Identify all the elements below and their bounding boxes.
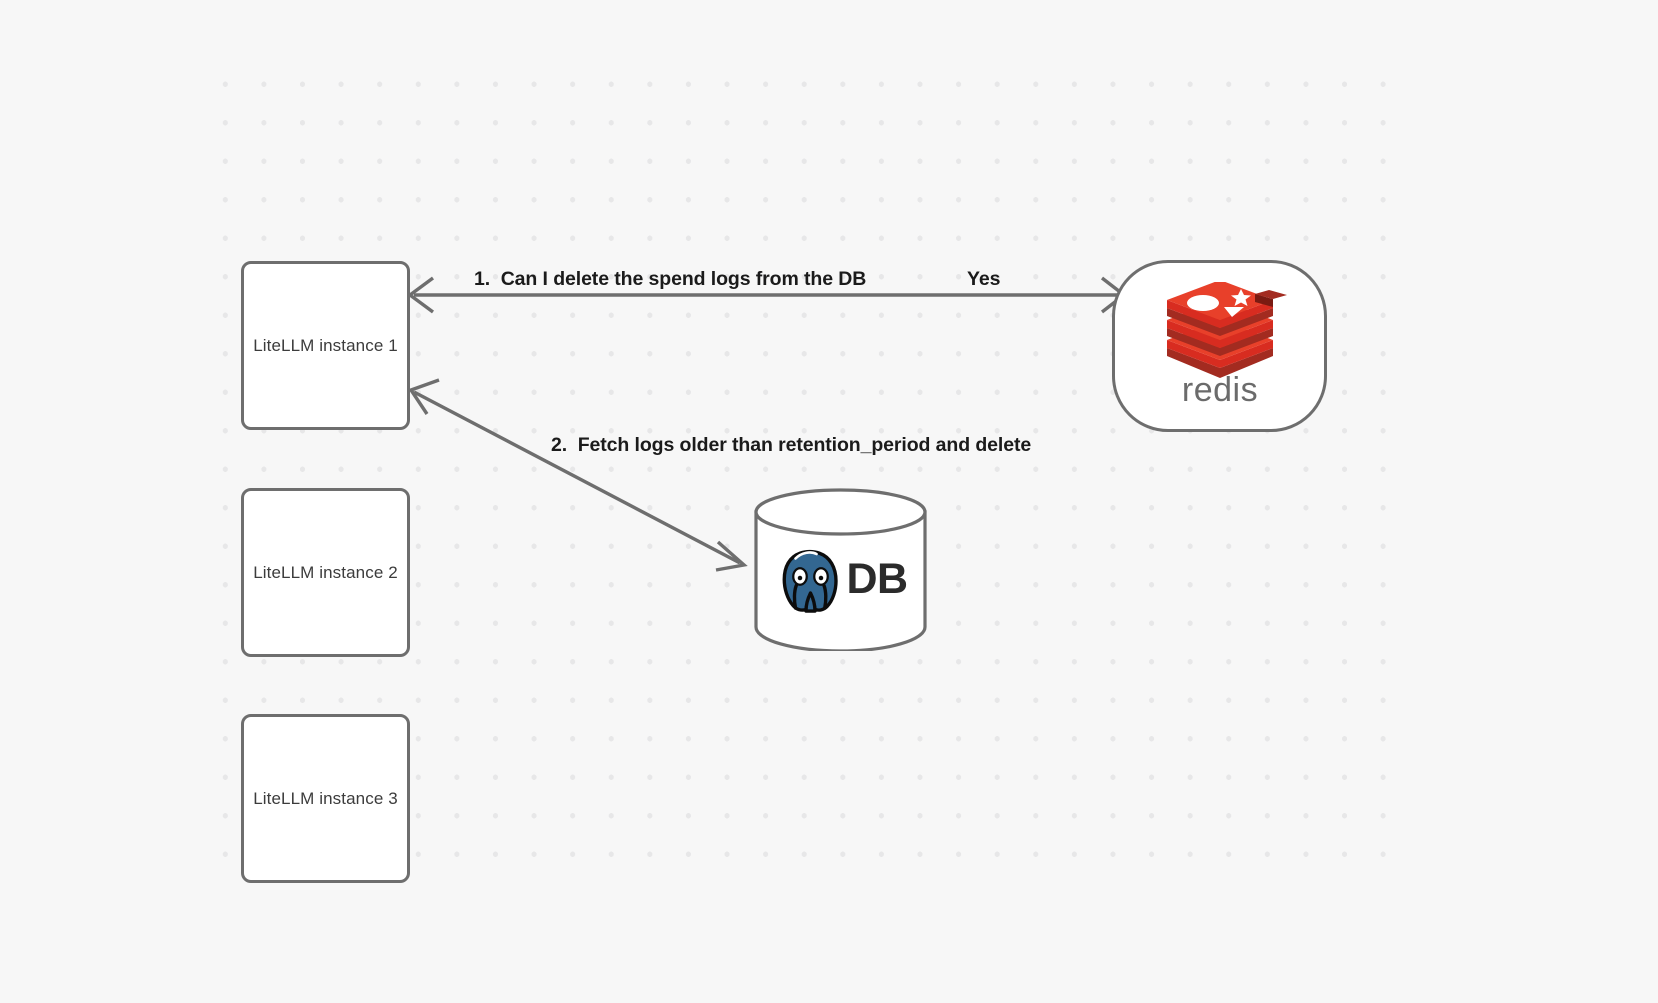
node-database-cylinder[interactable] — [753, 488, 928, 651]
node-litellm-instance-1[interactable]: LiteLLM instance 1 — [241, 261, 410, 430]
node-redis[interactable]: redis — [1112, 260, 1327, 432]
edge-1-arrowhead-left — [407, 276, 435, 314]
cylinder-body — [754, 510, 927, 651]
node-litellm-instance-3[interactable]: LiteLLM instance 3 — [241, 714, 410, 883]
redis-logo: redis — [1166, 282, 1287, 409]
edge-2-arrowhead-start — [408, 378, 440, 415]
edge-2-label: 2. Fetch logs older than retention_perio… — [551, 434, 1032, 456]
edge-1-label: 1. Can I delete the spend logs from the … — [474, 268, 867, 290]
edge-1-reply-label: Yes — [967, 268, 1001, 290]
redis-wordmark: redis — [1181, 371, 1257, 409]
node-litellm-instance-3-label: LiteLLM instance 3 — [253, 788, 398, 808]
redis-stack-icon — [1166, 282, 1287, 378]
node-litellm-instance-2[interactable]: LiteLLM instance 2 — [241, 488, 410, 657]
cylinder-top — [754, 488, 927, 536]
edge-2-arrowhead-end — [715, 540, 748, 572]
edge-2-connector — [408, 378, 748, 572]
node-litellm-instance-2-label: LiteLLM instance 2 — [253, 562, 398, 582]
node-litellm-instance-1-label: LiteLLM instance 1 — [253, 335, 398, 355]
